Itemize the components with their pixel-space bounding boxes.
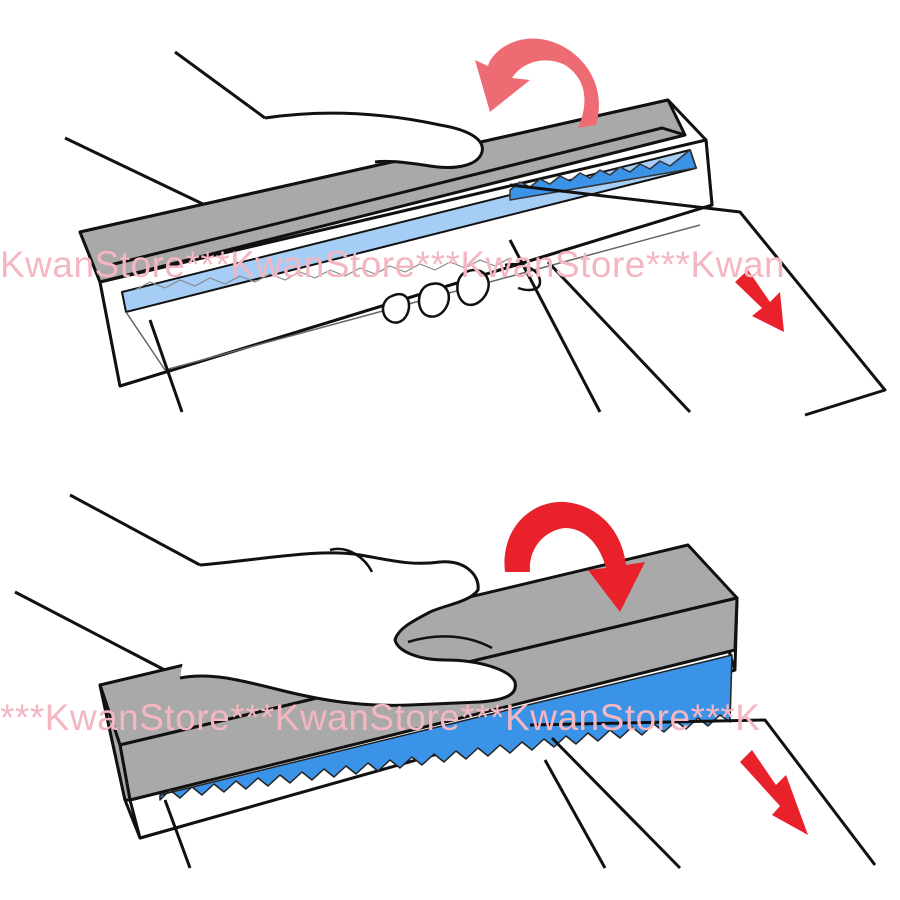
box-bottom-edge bbox=[119, 378, 141, 388]
pull-direction-arrow bbox=[735, 270, 784, 332]
wrap-sheet-fold bbox=[508, 239, 602, 413]
cutter-blade-serration-left bbox=[134, 257, 511, 291]
panel-top-open-lid bbox=[64, 38, 887, 417]
hand-top bbox=[264, 111, 484, 169]
box-inner-bottom bbox=[125, 224, 701, 371]
dispenser-lid-end bbox=[98, 683, 132, 802]
rotate-arrow-close bbox=[504, 501, 645, 612]
wrap-sheet-fold bbox=[550, 736, 682, 870]
cutter-blade-serration bbox=[509, 149, 697, 201]
table-edge-line bbox=[69, 493, 201, 567]
finger-thumb bbox=[504, 263, 542, 292]
table-edge-line bbox=[174, 50, 266, 120]
hand-finger-line bbox=[407, 635, 493, 650]
pull-direction-arrow bbox=[740, 750, 808, 835]
hand-pressing-lid bbox=[179, 551, 517, 707]
cutter-blade-serration bbox=[159, 654, 733, 801]
finger bbox=[456, 268, 490, 307]
wrap-sheet-fold bbox=[163, 799, 192, 869]
table-edge-line bbox=[14, 590, 181, 680]
wrap-sheet-fold bbox=[543, 759, 607, 869]
wrap-sheet bbox=[529, 718, 877, 866]
finger bbox=[417, 282, 451, 318]
rotate-arrow-open bbox=[475, 38, 599, 128]
wrap-sheet bbox=[509, 183, 887, 417]
hand-knuckle bbox=[329, 547, 374, 573]
table-edge-line bbox=[64, 136, 206, 207]
panel-bottom-close-lid bbox=[14, 493, 877, 870]
wrap-sheet-fold bbox=[546, 260, 692, 414]
lid-inner-edge bbox=[109, 126, 686, 267]
wrap-sheet-fold bbox=[148, 319, 184, 413]
finger bbox=[381, 292, 411, 324]
